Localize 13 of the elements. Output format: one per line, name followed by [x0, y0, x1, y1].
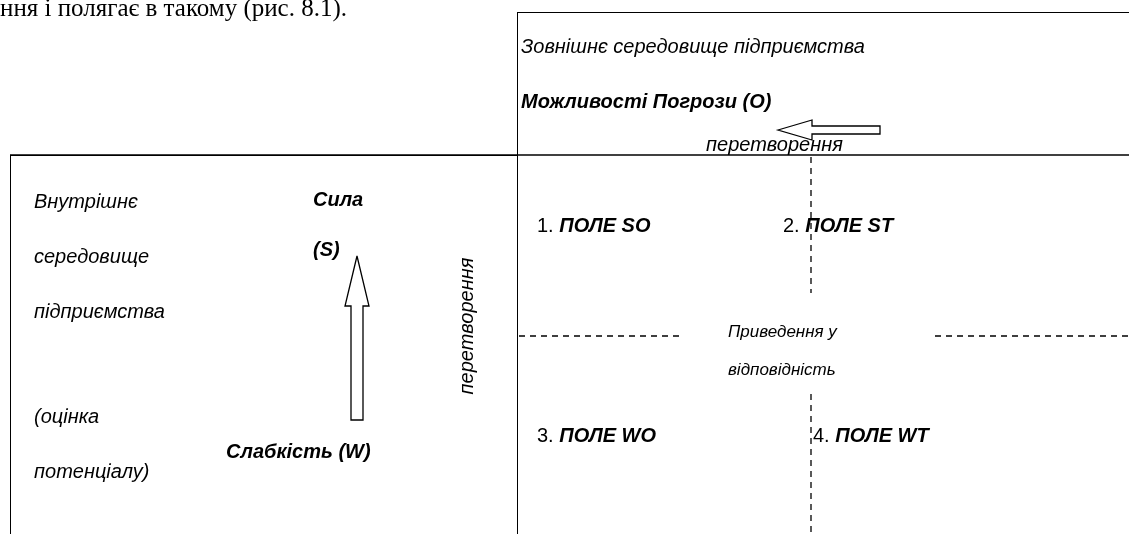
process-label: перетворення	[706, 132, 843, 156]
field-label: 4. ПОЛЕ WT	[813, 423, 929, 447]
heading: Зовнішнє середовище підприємства	[521, 34, 865, 58]
field-label: 1. ПОЛЕ SO	[537, 213, 651, 237]
environment-box	[10, 155, 518, 534]
field-label: Сила (S)	[313, 187, 365, 262]
process-label: перетворення	[454, 257, 478, 395]
field-label: Слабкість (W)	[226, 439, 371, 463]
heading: Внутрішнє середовище підприємства	[34, 189, 166, 324]
field-label: Можливості Погрози (O)	[521, 89, 772, 113]
field-label: 2. ПОЛЕ ST	[783, 213, 894, 237]
field-label: 3. ПОЛЕ WO	[537, 423, 656, 447]
note: (оцінка потенціалу)	[34, 404, 151, 484]
